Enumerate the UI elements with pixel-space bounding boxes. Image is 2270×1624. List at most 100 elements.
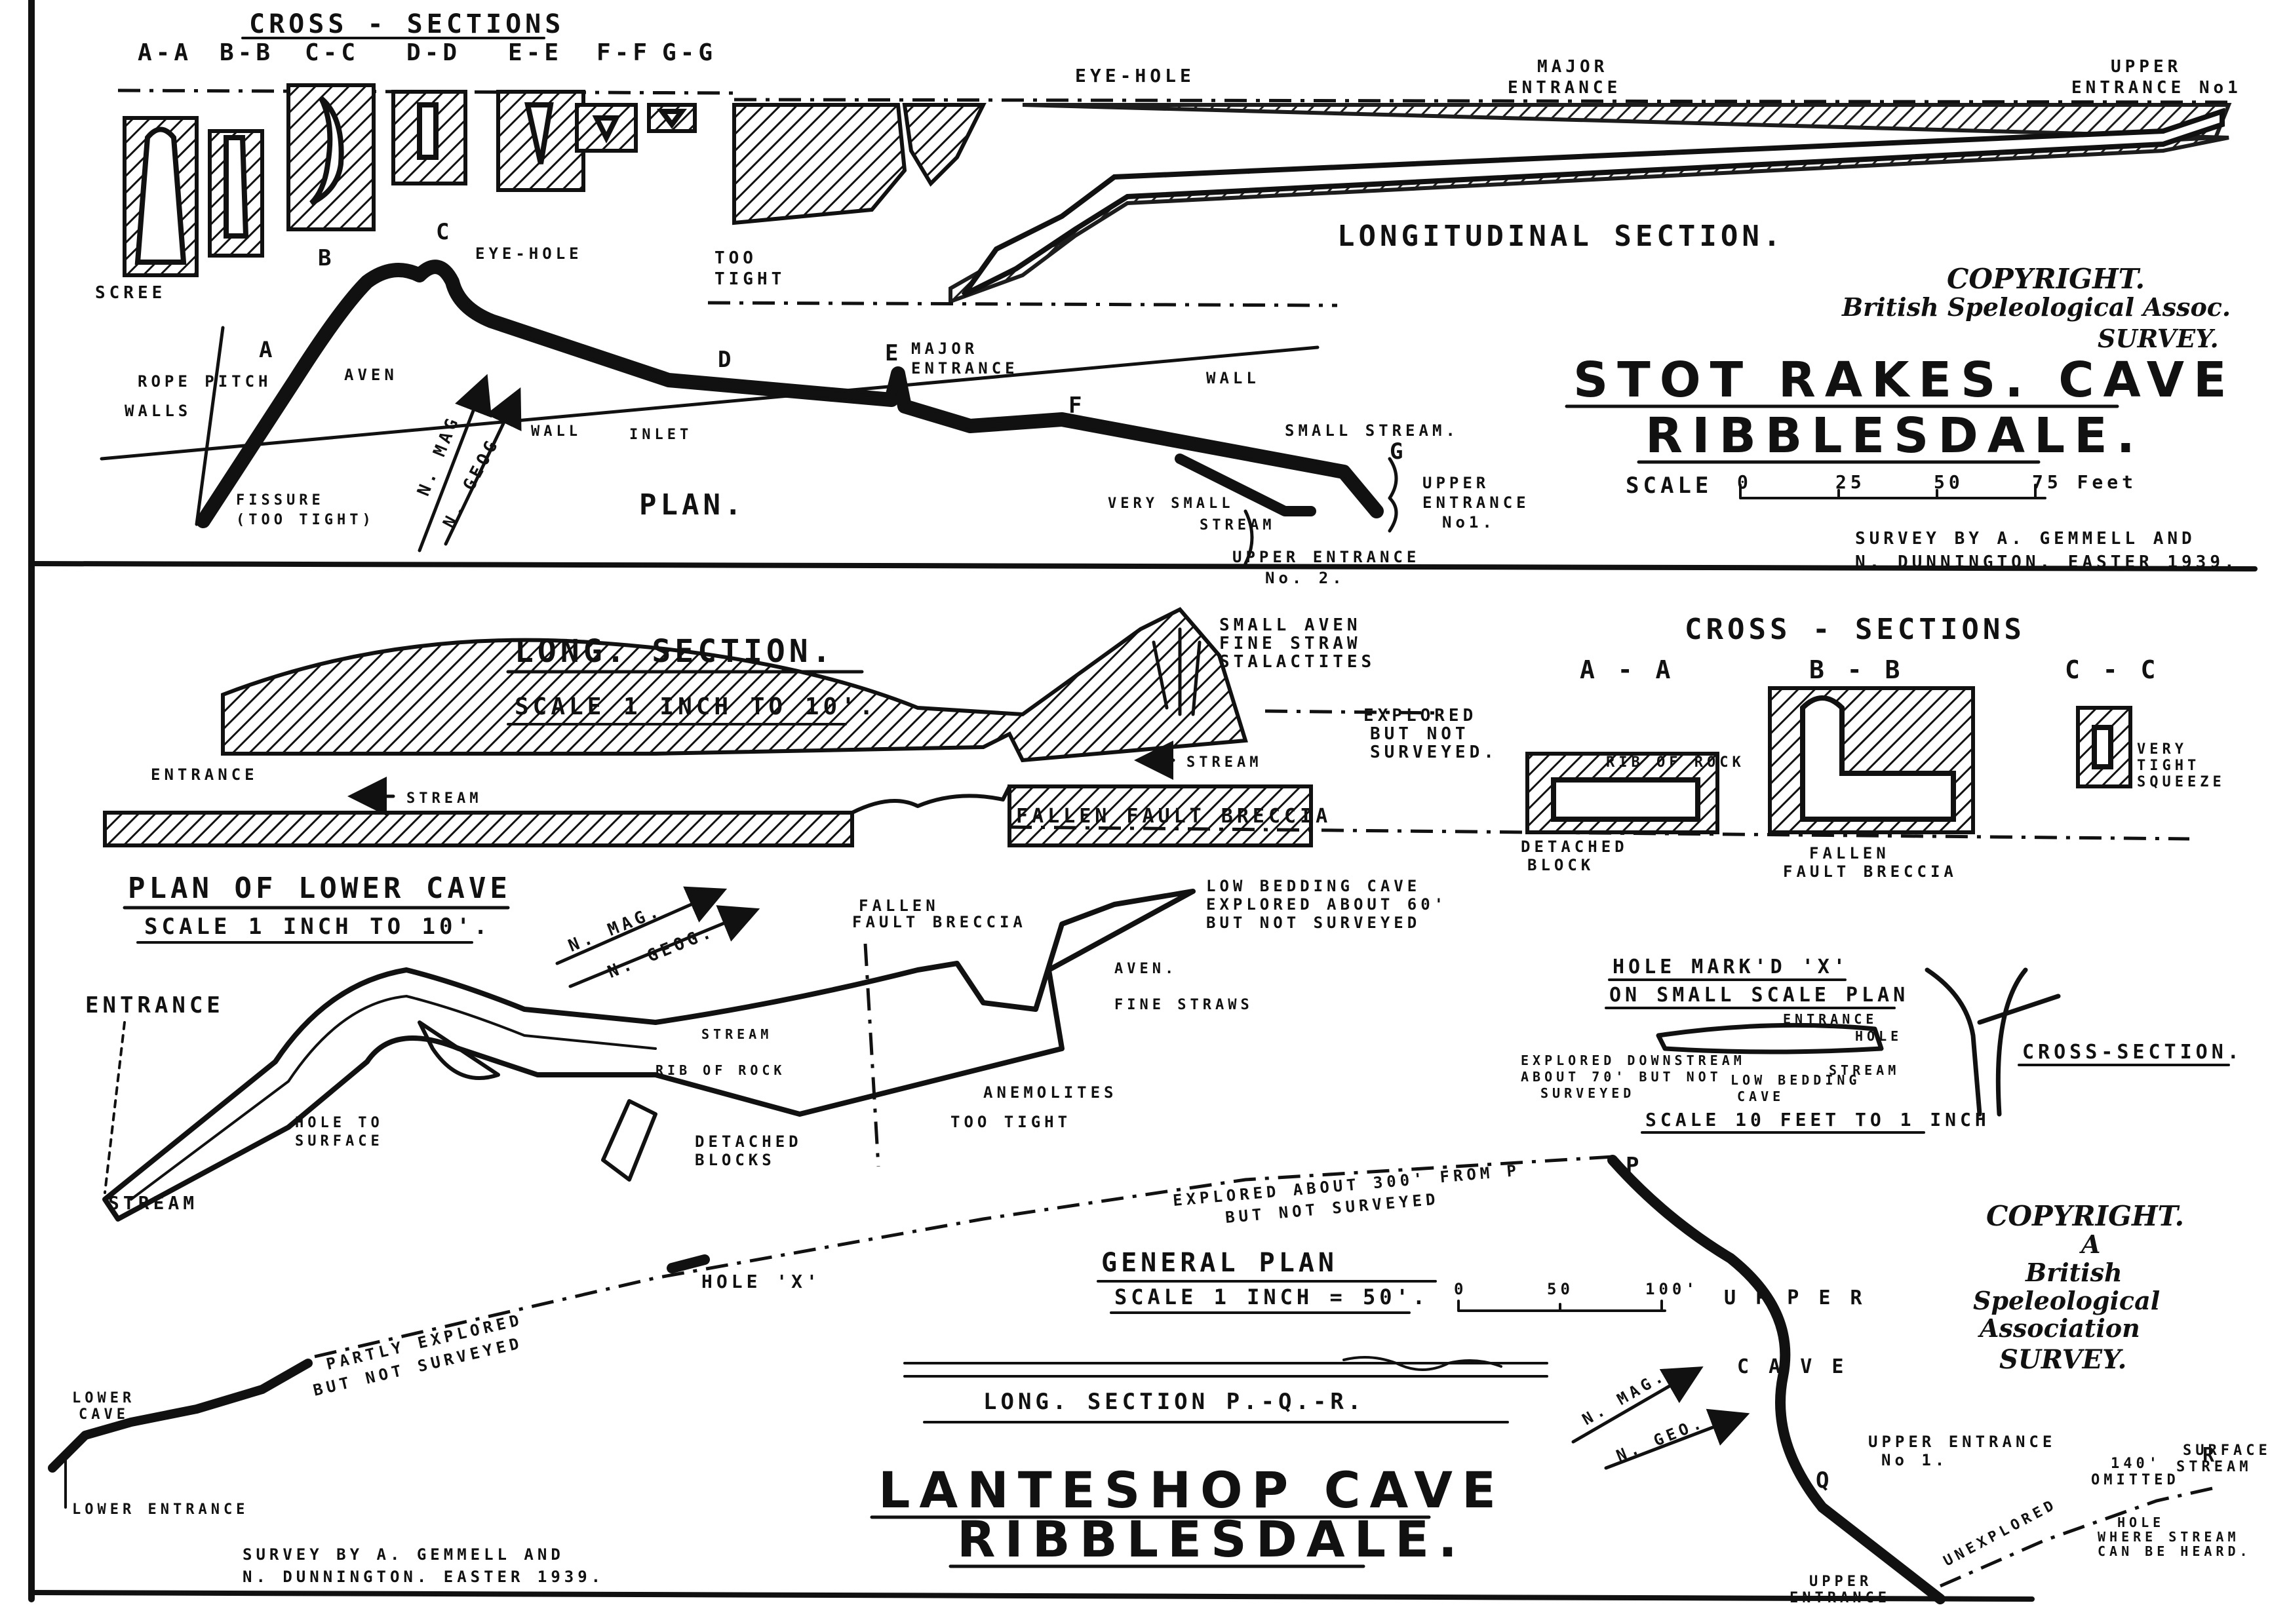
low-bedding-cave-1: LOW BEDDING — [1731, 1072, 1860, 1088]
longitudinal-section — [707, 98, 2232, 307]
cs-label-b: B-B — [220, 39, 274, 66]
cs-label-g: G-G — [662, 39, 716, 66]
explored-1: EXPLORED — [1363, 706, 1477, 725]
plan-small-stream: SMALL STREAM. — [1285, 421, 1459, 440]
entrance-hole-1: ENTRANCE — [1783, 1011, 1877, 1027]
stot-title-2: RIBBLESDALE. — [1645, 408, 2144, 464]
hole-x-plan — [1656, 967, 2061, 1117]
lt-cs-breccia-2: FAULT BRECCIA — [1783, 862, 1957, 881]
lt-copyright-3: British — [2025, 1258, 2123, 1287]
plan-rib-of-rock: RIB OF ROCK — [656, 1062, 785, 1078]
stot-scale-bar: SCALE 0 25 50 75 Feet — [1626, 471, 2133, 499]
hole-to-surface-1: HOLE TO — [295, 1115, 383, 1131]
stot-scale-25: 25 — [1835, 471, 1866, 493]
hole-x-1: HOLE MARK'D 'X' — [1613, 956, 1849, 978]
hx-stream: STREAM — [1829, 1062, 1900, 1078]
lt-copyright-2: A — [2079, 1229, 2100, 1259]
mark-g: G — [1390, 438, 1407, 465]
lanteshop-copyright: COPYRIGHT. A British Speleological Assoc… — [1973, 1200, 2184, 1375]
lt-copyright-5: Association — [1978, 1313, 2140, 1343]
plan-wall-right: WALL — [1206, 369, 1260, 387]
lanteshop-long-section — [103, 607, 2190, 847]
major-entrance-top-1: MAJOR — [1537, 57, 1608, 77]
ls-stream-left: STREAM — [406, 790, 482, 807]
low-bedding-1: LOW BEDDING CAVE — [1206, 877, 1420, 895]
omitted-2: OMITTED — [2091, 1472, 2180, 1488]
plan-very-small-stream-2: STREAM — [1200, 517, 1275, 533]
plan-upper-entrance-2a: UPPER ENTRANCE — [1232, 548, 1420, 566]
sheet-frame — [28, 0, 2258, 1602]
entrance-hole-2: HOLE — [1855, 1028, 1902, 1044]
long-section-label: LONG. SECTION. — [515, 633, 835, 670]
lt-detached-block-2: BLOCK — [1527, 856, 1594, 874]
ls-stream-right: STREAM — [1186, 754, 1262, 771]
cross-section-label: CROSS-SECTION. — [2022, 1041, 2243, 1064]
plan-breccia-1: FALLEN — [859, 897, 939, 915]
plan-walls: WALLS — [125, 402, 191, 420]
plan-major-entrance-1: MAJOR — [911, 339, 978, 358]
lanteshop-title-2: RIBBLESDALE. — [957, 1510, 1466, 1568]
cs-label-f: F-F — [597, 39, 651, 66]
hole-stream-2: WHERE STREAM — [2098, 1529, 2240, 1545]
plan-upper-entrance-2b: No. 2. — [1265, 569, 1346, 587]
gp-scale-0: 0 — [1454, 1280, 1467, 1298]
low-bedding-2: EXPLORED ABOUT 60' — [1206, 895, 1447, 914]
mark-b: B — [318, 245, 335, 271]
ls-fallen-fault-breccia: FALLEN FAULT BRECCIA — [1016, 805, 1331, 828]
lower-cave-2: CAVE — [79, 1406, 129, 1423]
upper-cave-2: C A V E — [1737, 1355, 1847, 1378]
small-aven-2: FINE STRAW — [1219, 634, 1361, 653]
gp-upper-entrance-2b: ENTRANCE — [1790, 1590, 1890, 1606]
long-section-pqr — [903, 1356, 1548, 1378]
explored-3: SURVEYED. — [1370, 743, 1498, 762]
mark-e: E — [885, 340, 902, 366]
lt-squeeze-1: VERY — [2137, 741, 2187, 758]
point-r: R — [2202, 1444, 2218, 1467]
plan-rope-pitch: ROPE PITCH — [138, 372, 272, 391]
low-bedding-cave-2: CAVE — [1737, 1089, 1784, 1104]
lower-entrance: LOWER ENTRANCE — [72, 1501, 248, 1518]
plan-stream-inner: STREAM — [701, 1026, 772, 1042]
hole-to-surface-2: SURFACE — [295, 1133, 383, 1150]
lt-survey-2: N. DUNNINGTON. EASTER 1939. — [243, 1568, 604, 1586]
small-aven-3: STALACTITES — [1219, 652, 1375, 672]
plan-fissure-1: FISSURE — [236, 492, 324, 509]
lt-detached-block-1: DETACHED — [1521, 838, 1628, 856]
plan-inlet: INLET — [629, 427, 692, 443]
general-plan-title: GENERAL PLAN — [1101, 1248, 1338, 1278]
lt-cs-a: A - A — [1580, 655, 1674, 684]
hole-stream-3: CAN BE HEARD. — [2098, 1543, 2252, 1559]
explored-2: BUT NOT — [1370, 724, 1470, 744]
gp-scale-50: 50 — [1547, 1280, 1574, 1298]
lanteshop-panel: LONG. SECTION. SCALE 1 INCH TO 10'. SMAL… — [48, 607, 2270, 1606]
stot-cs-labels: A-A B-B C-C D-D E-E F-F G-G — [138, 39, 716, 66]
explored-downstream-2: ABOUT 70' BUT NOT — [1521, 1069, 1722, 1085]
plan-aven: AVEN — [344, 366, 398, 384]
lt-cs-breccia-1: FALLEN — [1809, 844, 1890, 862]
plan-entrance: ENTRANCE — [85, 992, 224, 1018]
long-section-pqr-label: LONG. SECTION P.-Q.-R. — [983, 1389, 1365, 1415]
gp-upper-entrance-1b: No 1. — [1881, 1451, 1948, 1469]
plan-breccia-2: FAULT BRECCIA — [852, 913, 1027, 931]
cs-label-c: C-C — [305, 39, 359, 66]
stot-title-1: STOT RAKES. CAVE — [1573, 352, 2236, 408]
explored-downstream-1: EXPLORED DOWNSTREAM — [1521, 1053, 1746, 1068]
stot-cs-shapes — [123, 83, 697, 277]
general-plan-scale: SCALE 1 INCH = 50'. — [1114, 1285, 1429, 1309]
hole-x-2: ON SMALL SCALE PLAN — [1609, 984, 1909, 1007]
plan-upper-entrance-1b: ENTRANCE — [1422, 493, 1530, 512]
longitudinal-section-label: LONGITUDINAL SECTION. — [1337, 220, 1784, 253]
plan-stream: STREAM — [108, 1192, 198, 1214]
surface-stream-1: SURFACE — [2183, 1442, 2270, 1459]
lanteshop-cs-shapes — [1525, 686, 2132, 834]
lt-copyright-6: SURVEY. — [1999, 1344, 2126, 1375]
plan-aven-label: AVEN. — [1114, 961, 1177, 977]
anemolites: ANEMOLITES — [983, 1083, 1118, 1102]
gp-scale-bar: 0 50 100' — [1454, 1280, 1695, 1312]
plan-lower-title: PLAN OF LOWER CAVE — [128, 872, 511, 905]
mark-c: C — [436, 219, 453, 245]
detached-blocks-1: DETACHED — [695, 1132, 802, 1151]
stot-copyright-3: SURVEY. — [2098, 324, 2219, 353]
gp-n-geo: N. GEO. — [1614, 1413, 1708, 1465]
